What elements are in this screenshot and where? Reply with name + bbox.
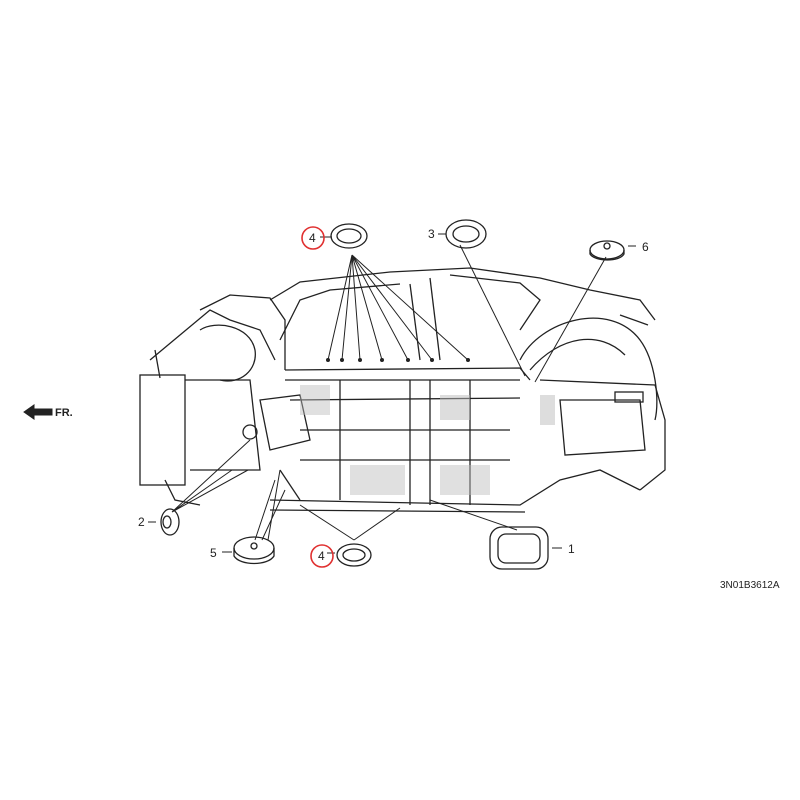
part-2	[160, 508, 180, 536]
callout-numbers: 4 3 6 2 5 4 1	[138, 227, 649, 563]
callout-number-4-bottom: 4	[318, 549, 325, 563]
diagram-code: 3N01B3612A	[720, 580, 780, 591]
plug-hole-markers	[326, 358, 470, 362]
leader-lines	[148, 233, 636, 554]
grommet-icon	[330, 223, 368, 249]
plug-icon	[589, 240, 625, 260]
callout-number-4-top: 4	[309, 231, 316, 245]
grommet-icon	[160, 508, 180, 536]
callout-number-2: 2	[138, 515, 145, 529]
part-4-top	[330, 223, 368, 249]
part-6	[589, 240, 625, 261]
callout-number-1: 1	[568, 542, 575, 556]
front-arrow-icon	[23, 404, 53, 420]
part-5	[233, 536, 275, 565]
vehicle-body-outline	[139, 267, 666, 513]
highlight-ring-bottom-4	[310, 544, 334, 568]
callout-number-6: 6	[642, 240, 649, 254]
direction-label: FR.	[55, 407, 73, 419]
grommet-icon	[336, 543, 372, 567]
highlight-ring-top-4	[301, 226, 325, 250]
part-3	[445, 219, 487, 249]
part-1	[489, 526, 549, 570]
front-direction-indicator: FR.	[23, 404, 73, 420]
plug-icon	[489, 526, 549, 570]
plug-icon	[233, 536, 275, 560]
part-4-bottom	[336, 543, 372, 567]
floor-hatch	[300, 385, 555, 495]
callout-number-3: 3	[428, 227, 435, 241]
grommet-icon	[445, 219, 487, 249]
highlight-rings	[301, 226, 334, 568]
callout-number-5: 5	[210, 546, 217, 560]
